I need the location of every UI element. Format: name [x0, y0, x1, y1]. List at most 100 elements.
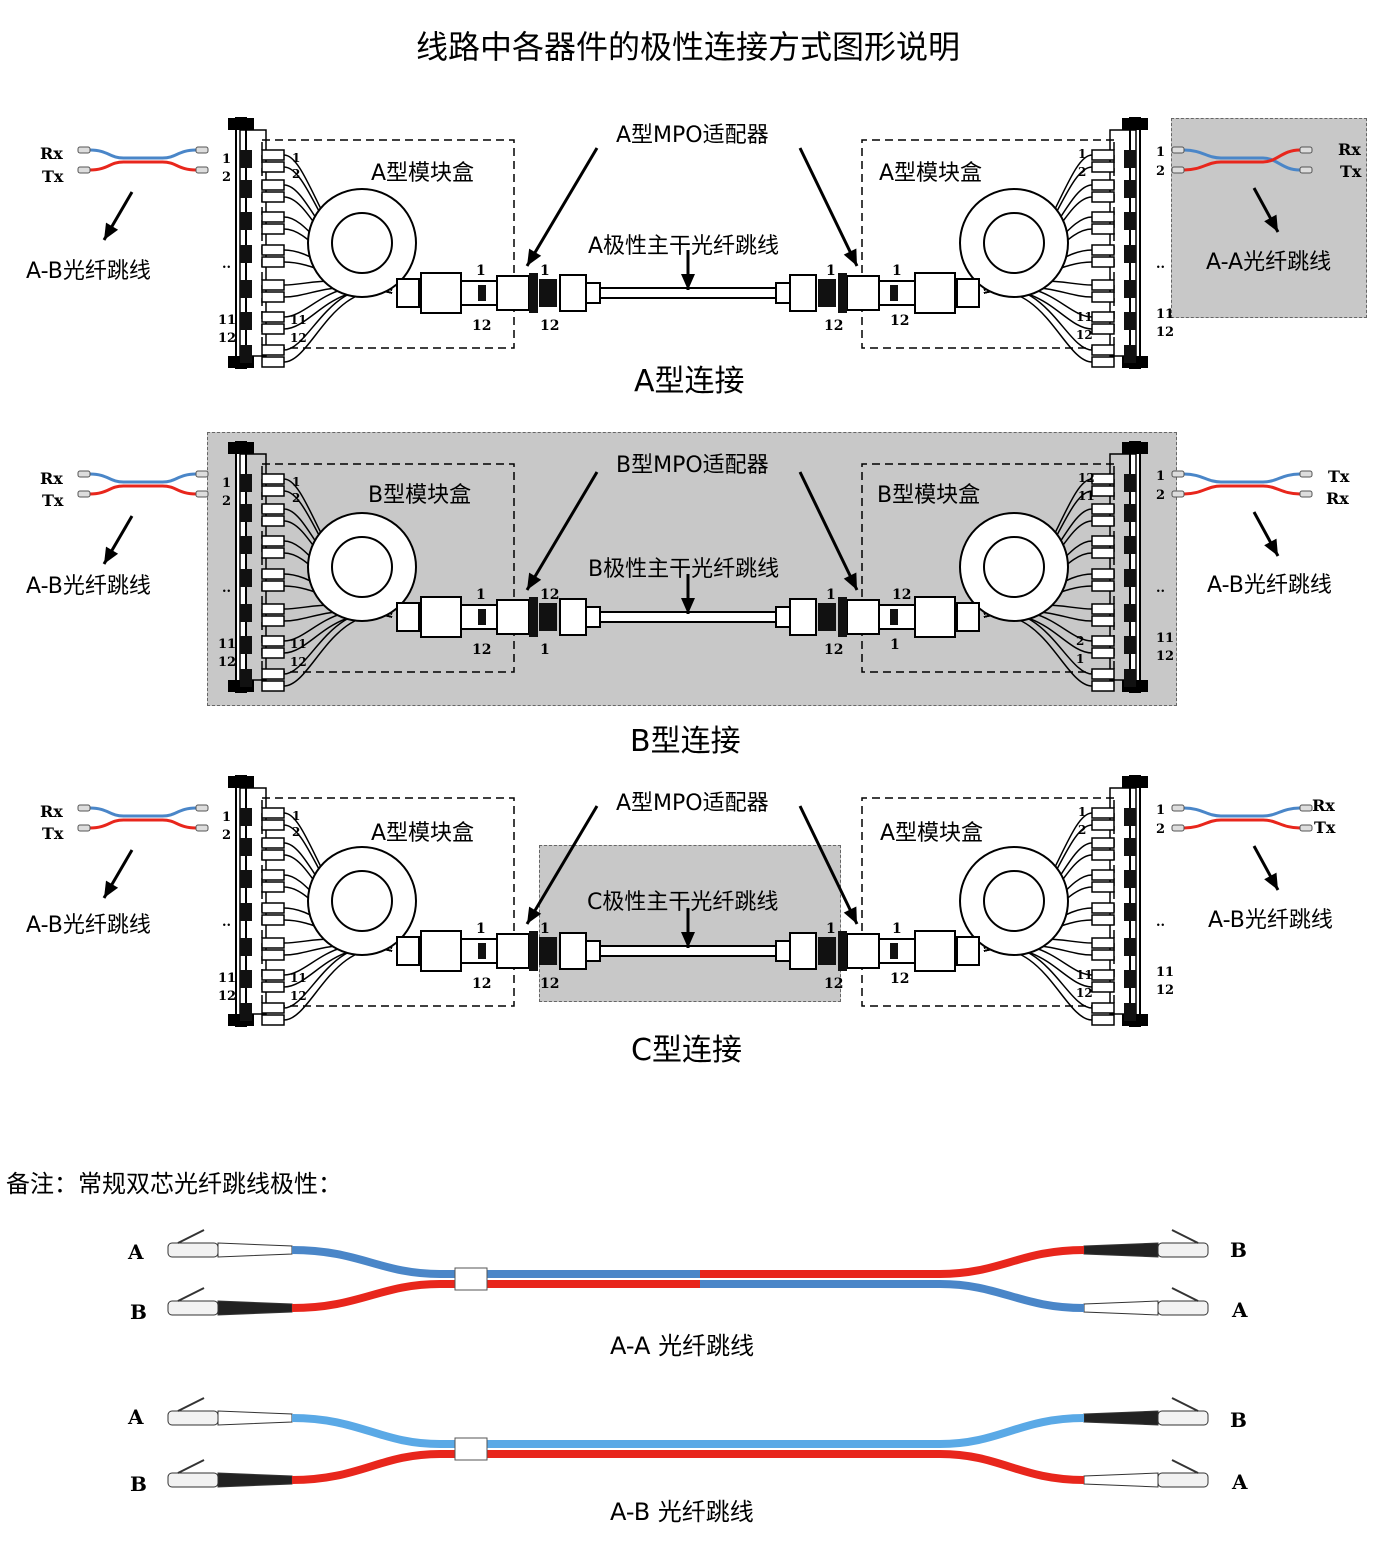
section-c-left-port-2: 2: [222, 828, 231, 843]
section-a-right-port-ellipsis: ..: [1156, 257, 1165, 272]
lc-latch-right: [1171, 1459, 1199, 1474]
lc-connector: [261, 981, 285, 993]
section-a-caption: A型连接: [634, 364, 745, 399]
lc-connector: [1091, 191, 1115, 203]
panel-frame: [239, 787, 267, 1015]
mpo-body: [420, 272, 462, 314]
section-b-mpo-midleft-top: 12: [540, 587, 559, 603]
cassette-boundary: [861, 797, 1115, 1007]
section-c-mpo-midleft-top: 1: [540, 921, 550, 937]
section-a-adapter-label: A型MPO适配器: [616, 123, 769, 148]
mpo-adapter-flange: [529, 597, 538, 637]
lc-connector: [261, 568, 285, 580]
lc-connector: [261, 914, 285, 926]
section-c-left-fiber-11: 11: [290, 971, 307, 985]
lc-boot-left: [217, 1242, 293, 1258]
section-a-mpo-left-bottom: 12: [472, 318, 491, 334]
mpo-key: [890, 285, 898, 301]
section-c-right-patch-icon-connector: [1171, 824, 1185, 832]
section-a-right-port-2: 2: [1156, 164, 1165, 179]
mpo-adapter: [496, 599, 530, 635]
lc-connector: [1091, 647, 1115, 659]
section-b-right-fiber-b: 11: [1078, 489, 1095, 503]
lc-latch-right: [1171, 1287, 1199, 1302]
section-b-adapter-arrow-right-head: [843, 572, 857, 590]
lc-connector: [1091, 244, 1115, 256]
port-block: [240, 636, 252, 654]
fiber-spool-hub: [983, 212, 1045, 274]
port-block: [240, 536, 252, 554]
section-c-right-port-2: 2: [1156, 822, 1165, 837]
section-a-left-fiber-2: 2: [292, 167, 300, 181]
section-c-right-port-1: 1: [1156, 803, 1165, 818]
lc-connector: [261, 837, 285, 849]
section-b-mpo-midleft-bottom: 1: [540, 642, 550, 658]
section-c-left-tx: Tx: [42, 824, 64, 843]
section-b-right-rx: Rx: [1326, 489, 1349, 508]
section-b-left-tx: Tx: [42, 491, 64, 510]
section-a-right-cassette: [838, 117, 1148, 369]
section-a-right-fiber-a: 1: [1078, 147, 1086, 161]
section-a-adapter-arrow-right: [798, 147, 859, 267]
cord-bottom-right: [700, 1280, 1085, 1312]
lc-plug-left: [167, 1242, 219, 1258]
mpo-adapter: [846, 599, 880, 635]
mpo-adapter-flange: [838, 273, 847, 313]
lc-connector: [261, 680, 285, 692]
section-c-adapter-label: A型MPO适配器: [616, 791, 769, 816]
lc-connector: [261, 902, 285, 914]
section-c-caption: C型连接: [631, 1033, 742, 1068]
port-block: [1124, 245, 1136, 263]
lc-connector: [1091, 179, 1115, 191]
panel-clip-top: [1122, 442, 1148, 454]
cord-bottom-left: [291, 1450, 700, 1484]
lc-connector: [1091, 256, 1115, 268]
section-b-right-fiber-c: 2: [1076, 634, 1084, 648]
section-a-left-tx: Tx: [42, 167, 64, 186]
lc-connector: [261, 191, 285, 203]
cassette-boundary: [261, 463, 515, 673]
lc-connector: [1091, 902, 1115, 914]
panel-frame: [239, 453, 267, 681]
mpo-boot: [396, 602, 420, 632]
panel-clip-top: [228, 442, 254, 454]
section-c-adapter-arrow-right: [798, 805, 859, 925]
aa-left-top-label: A: [128, 1240, 144, 1264]
cassette-boundary: [861, 139, 1115, 349]
port-block: [240, 212, 252, 230]
section-c-left-patch-arrow-head: [104, 880, 119, 898]
section-b-right-cassette-label: B型模块盒: [877, 483, 981, 508]
lc-connector: [261, 279, 285, 291]
section-b-right-patch-icon-fiber-bottom: [1183, 484, 1301, 496]
section-b-left-fiber-12: 12: [290, 655, 307, 669]
section-c-left-patch-label: A-B光纤跳线: [26, 913, 151, 938]
lc-connector: [261, 503, 285, 515]
section-c-trunk-label: C极性主干光纤跳线: [587, 890, 779, 915]
lc-connector: [261, 323, 285, 335]
lc-connector: [1091, 515, 1115, 527]
section-b-mpo-right-top: 12: [892, 587, 911, 603]
mpo-key: [890, 609, 898, 625]
section-c-mpo-left-bottom: 12: [472, 976, 491, 992]
aa-right-bottom-label: A: [1232, 1298, 1248, 1322]
section-b-left-port-11: 11: [218, 637, 236, 652]
aa-patch-cord: [167, 1229, 1209, 1316]
c-trunk-highlight: [539, 845, 841, 1002]
section-c-right-patch-icon-connector: [1299, 804, 1313, 812]
panel-clip-top: [1122, 118, 1148, 130]
cord-bottom-left: [291, 1280, 700, 1312]
cassette-boundary: [861, 463, 1115, 673]
section-b-right-patch-icon-connector: [1171, 470, 1185, 478]
lc-connector: [1091, 949, 1115, 961]
section-a-adapter-arrow-right-head: [843, 248, 857, 266]
section-c-left-port-11: 11: [218, 971, 236, 986]
section-a-left-port-2: 2: [222, 170, 231, 185]
lc-boot-right: [1083, 1300, 1159, 1316]
section-b-left-fiber-11: 11: [290, 637, 307, 651]
section-b-right-fiber-a: 12: [1078, 471, 1095, 485]
section-a-right-port-12: 12: [1156, 325, 1174, 340]
lc-connector: [1091, 356, 1115, 368]
port-block: [1124, 636, 1136, 654]
lc-connector: [261, 615, 285, 627]
fiber-spool-hub: [983, 536, 1045, 598]
